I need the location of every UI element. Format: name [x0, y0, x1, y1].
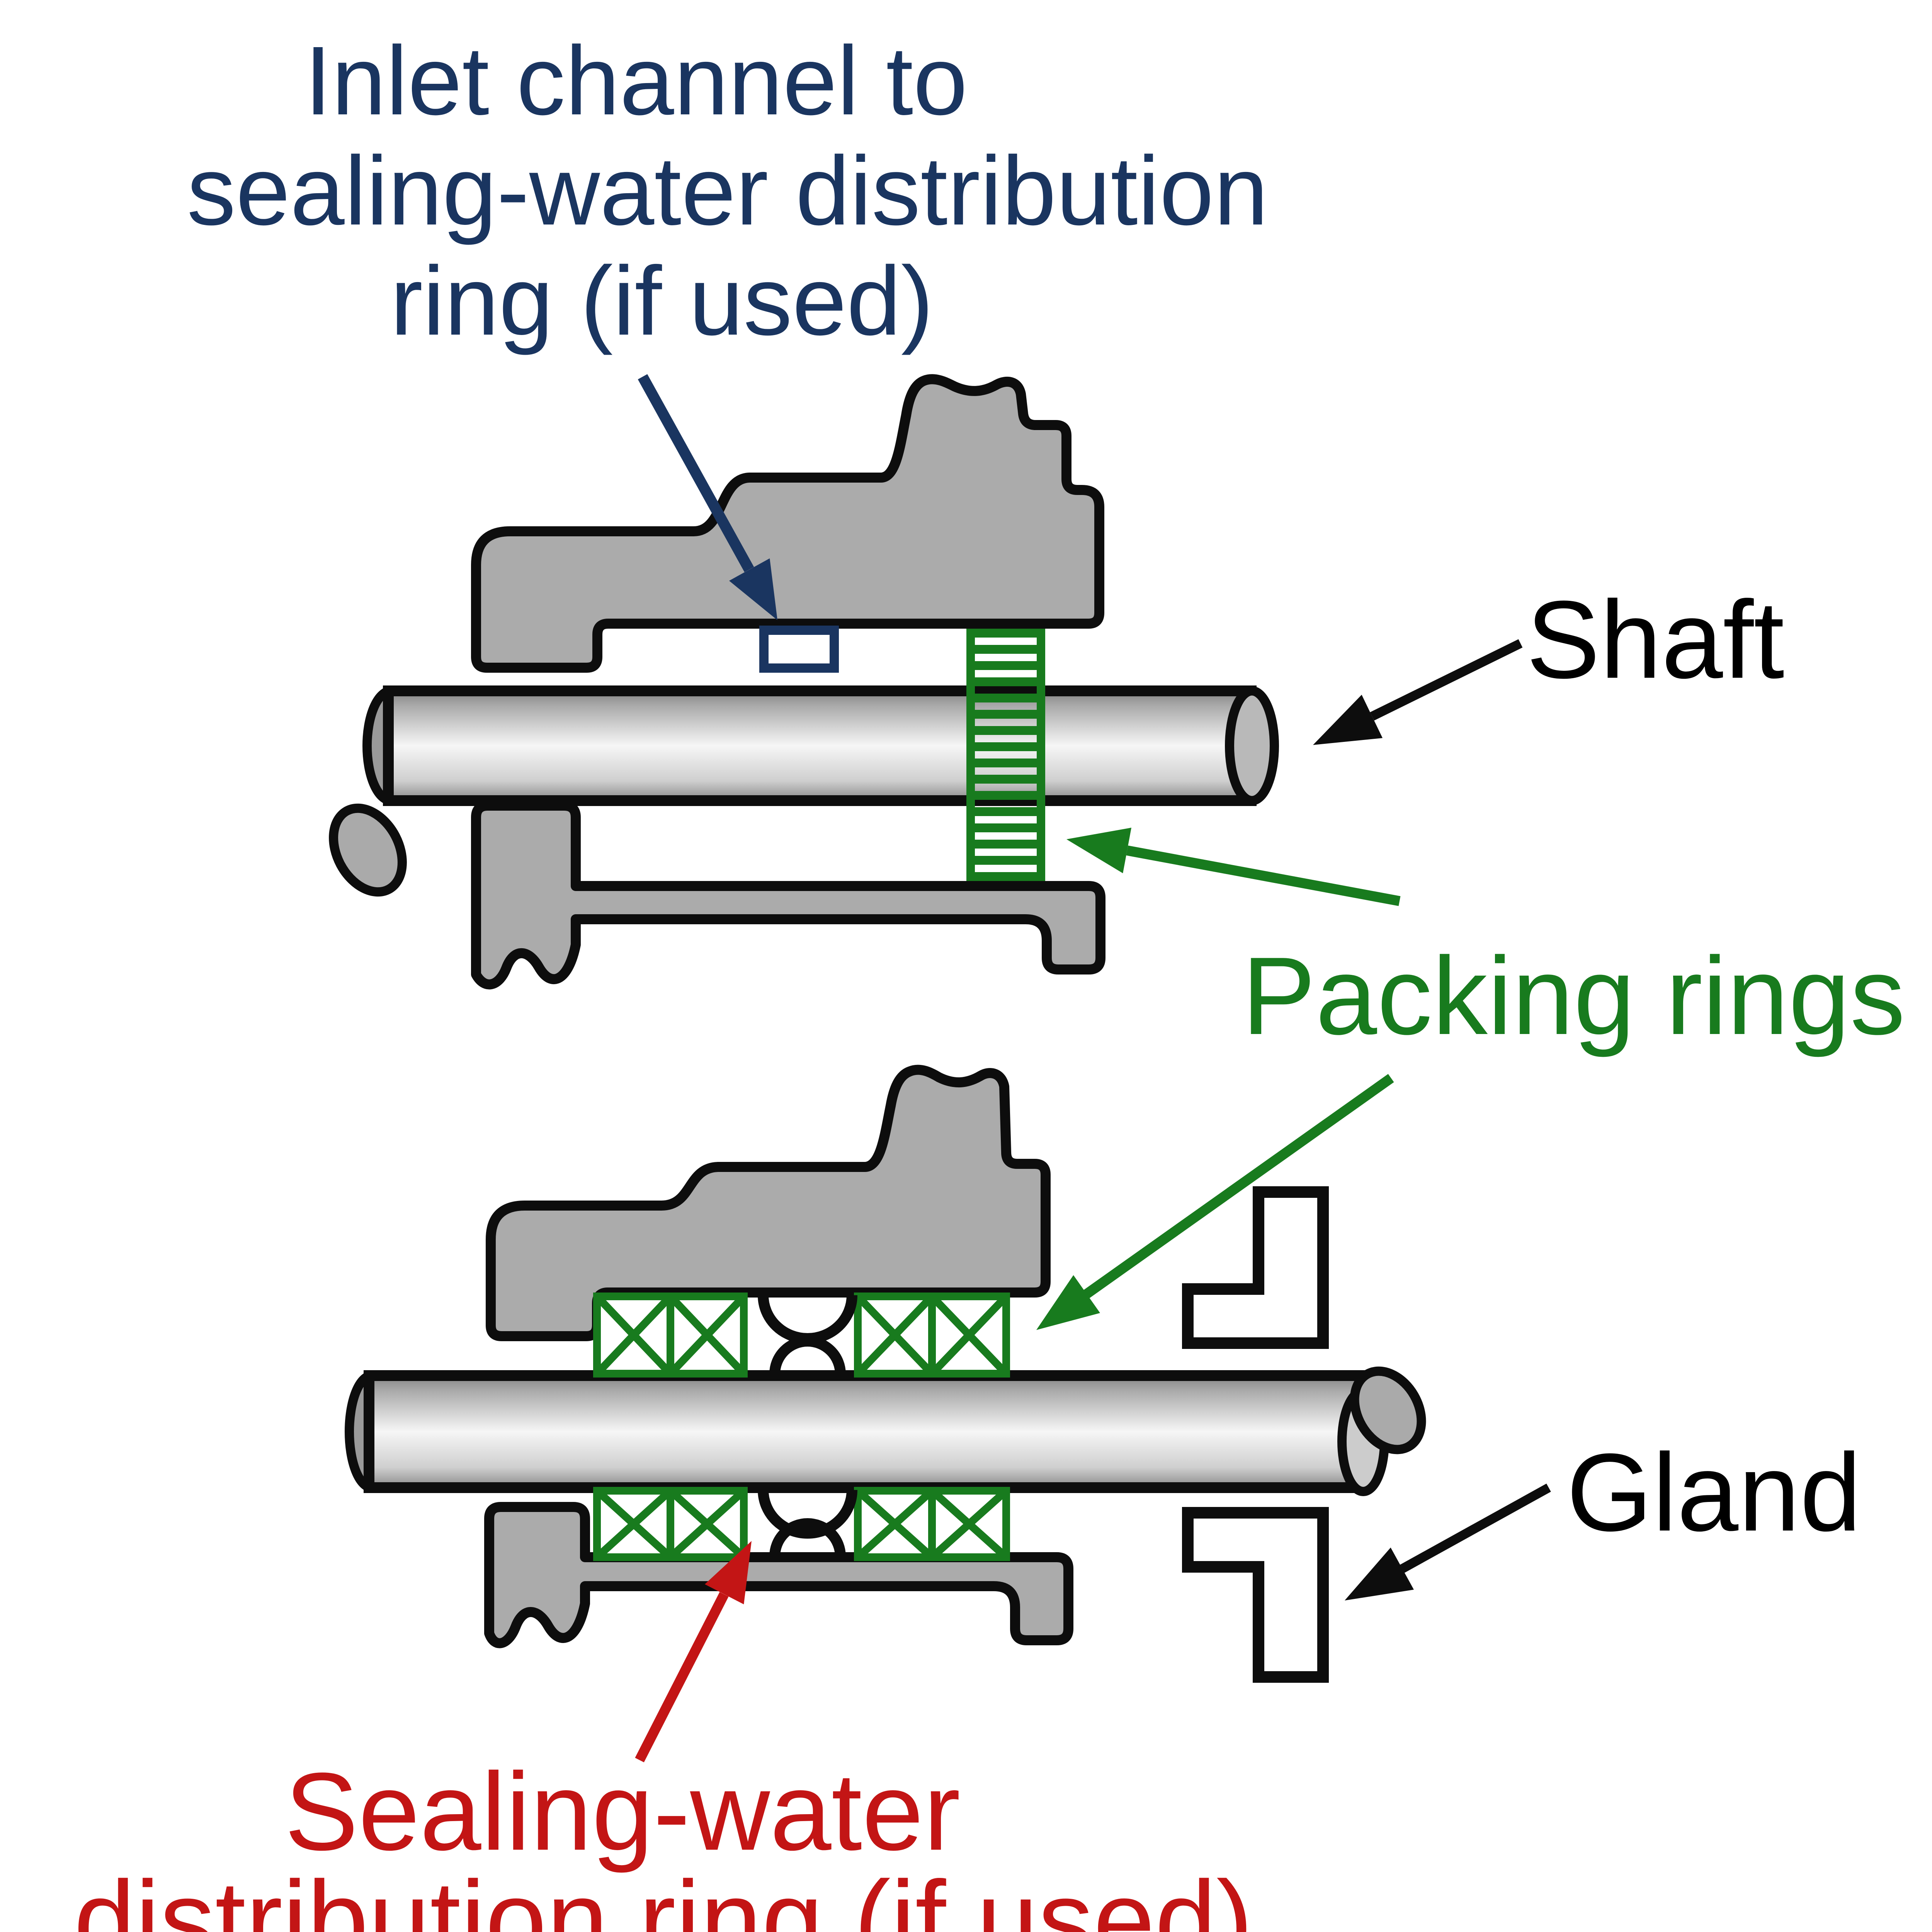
ring-arc — [769, 1518, 846, 1557]
housing-lower-top-view — [471, 801, 1105, 990]
shaft-break-curl — [329, 803, 407, 897]
gland-arrow — [1345, 1483, 1551, 1600]
packing-rings-lower-row — [593, 1487, 1010, 1561]
inlet-channel-label-line2: sealing-water distribution — [187, 136, 1268, 245]
ring-arc — [758, 1490, 857, 1539]
housing-upper-top-view — [471, 374, 1104, 673]
packing-box — [593, 1293, 674, 1378]
arrowhead — [1036, 1275, 1100, 1330]
shaft-bottom-view — [345, 1366, 1426, 1496]
packing-box — [667, 1487, 748, 1561]
shaft-right-end-face — [1225, 686, 1279, 805]
inlet-channel-arrow — [638, 374, 777, 620]
packing-box — [928, 1487, 1010, 1561]
shaft-label: Shaft — [1526, 578, 1785, 701]
packing-box — [854, 1293, 936, 1378]
inlet-channel-label-line1: Inlet channel to — [304, 26, 968, 135]
distribution-ring-arcs — [758, 1295, 857, 1557]
shaft-break-curl — [1350, 1366, 1426, 1454]
packing-arrow-bottom-view — [1036, 1074, 1394, 1330]
gland-label: Gland — [1566, 1430, 1861, 1554]
sealing-water-ring-label-line1: Sealing-water — [285, 1750, 961, 1874]
arrowhead — [1345, 1548, 1414, 1600]
packing-arrow-top-view — [1066, 828, 1401, 906]
shaft-top-view — [329, 685, 1279, 897]
housing-lower-bottom-view — [484, 1502, 1073, 1648]
arrowhead — [1066, 828, 1131, 873]
gland-lower — [1182, 1507, 1329, 1683]
sealing-water-ring-label-line2: distribution ring (if used) — [74, 1858, 1253, 1932]
packing-box — [854, 1487, 936, 1561]
packing-band — [966, 624, 1045, 886]
packing-box — [928, 1293, 1010, 1378]
packing-rings-upper-row — [593, 1293, 1010, 1378]
arrowhead — [705, 1541, 752, 1604]
inlet-channel-port — [759, 626, 839, 673]
packing-box — [667, 1293, 748, 1378]
packing-box — [593, 1487, 674, 1561]
packing-band-stripes — [971, 625, 1041, 885]
ring-arc — [769, 1336, 846, 1374]
arrowhead — [1313, 695, 1383, 745]
shaft-body — [383, 685, 1257, 806]
sealing-water-ring-label: Sealing-water distribution ring (if used… — [74, 1750, 1253, 1932]
inlet-channel-label-line3: ring (if used) — [390, 246, 934, 355]
shaft-arrow — [1313, 639, 1523, 745]
inlet-channel-label: Inlet channel to sealing-water distribut… — [187, 26, 1268, 355]
shaft-body — [364, 1370, 1369, 1493]
packing-rings-label: Packing rings — [1242, 934, 1905, 1058]
sealing-ring-arrow — [635, 1541, 752, 1762]
arrowhead — [729, 558, 777, 620]
gland-upper — [1182, 1186, 1329, 1349]
ring-arc — [758, 1295, 857, 1344]
